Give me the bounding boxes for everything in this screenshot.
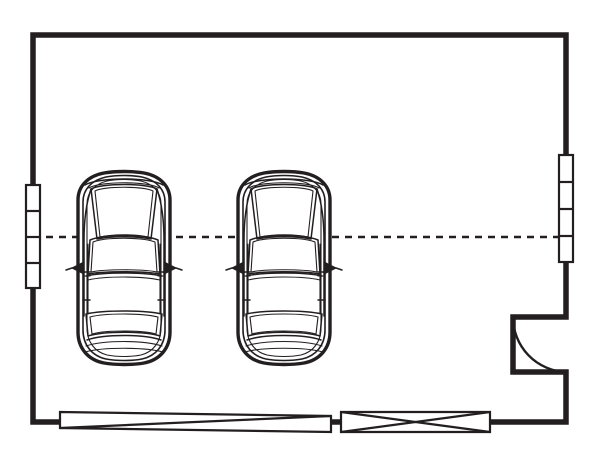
left-overhead-garage-door <box>58 410 333 434</box>
left-wall-window <box>24 183 42 290</box>
service-door <box>511 314 567 374</box>
right-wall-window <box>557 153 575 264</box>
car-right <box>224 169 344 367</box>
right-overhead-garage-door <box>339 410 492 434</box>
car-left <box>64 169 184 367</box>
